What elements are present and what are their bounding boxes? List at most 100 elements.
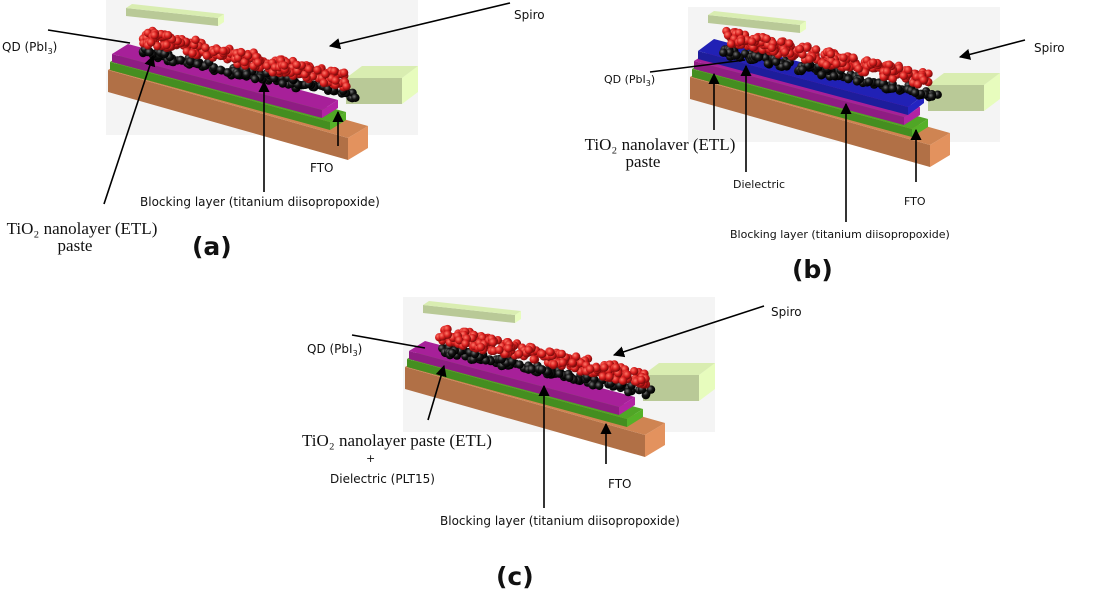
spiro-sphere bbox=[330, 66, 339, 76]
front-contact-side bbox=[699, 363, 715, 401]
front-contact-side bbox=[402, 66, 418, 104]
spiro-sphere bbox=[153, 41, 162, 51]
arrow-b-spiro bbox=[958, 39, 1026, 60]
qd-suffix: ) bbox=[52, 40, 58, 54]
spiro-sphere bbox=[618, 376, 628, 385]
spiro-sphere bbox=[280, 61, 289, 70]
spiro-sphere bbox=[146, 38, 156, 47]
fto-layer-side bbox=[930, 133, 950, 167]
qd-sphere bbox=[537, 365, 547, 374]
spiro-sphere bbox=[304, 64, 314, 74]
spiro-sphere bbox=[488, 338, 498, 347]
label-b-blocking: Blocking layer (titanium diisopropoxide) bbox=[730, 228, 950, 241]
spiro-sphere bbox=[331, 76, 340, 85]
qd-subscript: 3 bbox=[352, 349, 358, 358]
arrow-c-spiro bbox=[612, 305, 765, 358]
spiro-sphere bbox=[832, 59, 841, 68]
qd-sphere bbox=[216, 65, 225, 75]
back-contact bbox=[708, 11, 806, 33]
spiro-spheres bbox=[138, 26, 351, 92]
spiro-sphere bbox=[822, 60, 831, 70]
spiro-sphere bbox=[546, 347, 555, 357]
spiro-sphere bbox=[524, 345, 533, 355]
spiro-sphere bbox=[805, 54, 814, 64]
qd-sphere bbox=[927, 92, 937, 101]
spiro-sphere bbox=[568, 358, 577, 367]
qd-sphere bbox=[817, 70, 826, 79]
spiro-sphere bbox=[163, 31, 173, 40]
blocking-layer-front bbox=[407, 359, 627, 427]
spiro-sphere bbox=[726, 39, 736, 49]
qd-sphere bbox=[447, 348, 457, 358]
etl-layer-front bbox=[409, 351, 619, 415]
label-a-qd: QD (PbI3) bbox=[2, 40, 57, 56]
spiro-sphere bbox=[747, 37, 757, 46]
spiro-sphere bbox=[443, 330, 452, 339]
spiro-sphere bbox=[586, 365, 595, 374]
label-a-etl: TiO₂ nanolayer (ETL) paste bbox=[2, 220, 162, 254]
label-c-blocking: Blocking layer (titanium diisopropoxide) bbox=[440, 514, 680, 528]
qd-prefix: QD (PbI bbox=[307, 342, 353, 356]
spiro-sphere bbox=[461, 339, 470, 348]
qd-sphere bbox=[888, 84, 897, 93]
spiro-sphere bbox=[529, 355, 538, 364]
label-a-fto: FTO bbox=[310, 161, 334, 175]
spiro-sphere bbox=[924, 69, 933, 78]
label-b-spiro: Spiro bbox=[1034, 41, 1065, 55]
panel-label-a: (a) bbox=[192, 232, 232, 261]
qd-sphere bbox=[527, 365, 536, 374]
spiro-sphere bbox=[592, 363, 601, 373]
annotation-arrows bbox=[47, 2, 1026, 508]
arrow-c-qd bbox=[351, 334, 426, 349]
spiro-sphere bbox=[150, 31, 159, 40]
etl-layer-side bbox=[322, 100, 338, 118]
front-contact bbox=[643, 363, 715, 401]
label-b-etl: TiO₂ nanolaver (ETL) paste bbox=[570, 136, 750, 170]
qd-sphere bbox=[515, 360, 524, 369]
qd-sphere bbox=[624, 387, 633, 397]
spiro-sphere bbox=[785, 39, 794, 48]
spiro-sphere bbox=[605, 372, 614, 381]
blocking-layer-side bbox=[627, 409, 643, 427]
qd-sphere bbox=[278, 79, 287, 88]
spiro-sphere bbox=[219, 46, 228, 56]
label-b-qd: QD (PbI3) bbox=[604, 73, 655, 88]
spiro-sphere bbox=[504, 344, 513, 353]
front-contact bbox=[928, 73, 1000, 111]
qd-prefix: QD (PbI bbox=[2, 40, 48, 54]
spiro-sphere bbox=[611, 363, 621, 372]
front-contact-side bbox=[984, 73, 1000, 111]
arrow-a-qd bbox=[47, 29, 131, 44]
qd-sphere bbox=[782, 60, 792, 70]
spiro-sphere bbox=[571, 352, 581, 361]
arrow-c-etl bbox=[427, 364, 447, 421]
qd-sphere bbox=[754, 53, 763, 62]
etl-line1: TiO₂ nanolaver (ETL) bbox=[584, 135, 736, 154]
spiro-sphere bbox=[919, 75, 928, 85]
front-contact-front bbox=[346, 78, 402, 104]
spiro-sphere bbox=[723, 31, 733, 40]
spiro-sphere bbox=[514, 349, 524, 359]
panel-a-device bbox=[106, 0, 418, 160]
qd-sphere bbox=[771, 57, 781, 66]
spiro-sphere bbox=[802, 43, 811, 52]
spiro-sphere bbox=[860, 68, 870, 77]
back-contact bbox=[423, 301, 521, 323]
spiro-sphere bbox=[313, 65, 322, 75]
qd-prefix: QD (PbI bbox=[604, 73, 646, 86]
blocking-layer-front bbox=[110, 62, 330, 130]
qd-sphere bbox=[555, 369, 564, 378]
spiro-sphere bbox=[292, 60, 301, 69]
dielectric-layer-side bbox=[908, 95, 924, 115]
back-contact-top bbox=[708, 11, 806, 25]
panel-label-c: (c) bbox=[496, 562, 534, 591]
spiro-sphere bbox=[308, 72, 317, 81]
front-contact-top bbox=[928, 73, 1000, 85]
spiro-sphere bbox=[162, 40, 171, 50]
spiro-sphere bbox=[795, 44, 804, 54]
spiro-sphere bbox=[811, 45, 821, 54]
qd-sphere bbox=[829, 71, 839, 81]
spiro-sphere bbox=[201, 43, 210, 52]
front-contact bbox=[346, 66, 418, 104]
etl-line2: paste bbox=[625, 152, 661, 171]
